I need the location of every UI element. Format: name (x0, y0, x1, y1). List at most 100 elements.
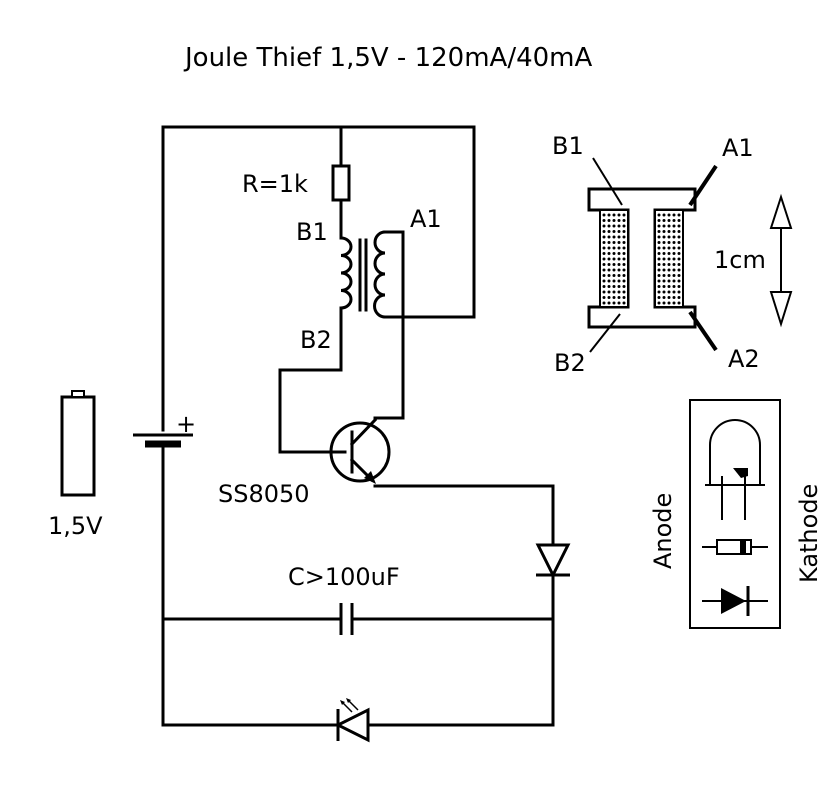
winding-dot (617, 285, 621, 288)
winding-dot (667, 279, 671, 283)
winding-dot (657, 246, 661, 250)
winding-dot (612, 230, 616, 233)
dimension-arrow-icon (769, 193, 793, 328)
winding-dot (612, 301, 616, 305)
winding-dot (662, 290, 666, 294)
winding-dot (677, 296, 681, 299)
transistor-symbol (329, 417, 391, 484)
winding-dot (677, 213, 681, 217)
winding-dot (607, 224, 611, 228)
winding-dot (617, 296, 621, 299)
winding-dot (607, 296, 611, 299)
winding-dot (612, 252, 616, 255)
circuit-wires (161, 125, 555, 727)
winding-dot (662, 213, 666, 217)
diode-symbol (535, 543, 571, 579)
core-size-label: 1cm (714, 246, 766, 274)
winding-dot (607, 263, 611, 266)
winding-dot (667, 268, 671, 272)
led-symbol (334, 698, 370, 743)
winding-dot (622, 268, 626, 272)
winding-dot (667, 301, 671, 305)
winding-dot (622, 296, 626, 299)
winding-dot (677, 279, 681, 283)
winding-dot (662, 246, 666, 250)
winding-dot (622, 263, 626, 266)
winding-dot (622, 252, 626, 255)
anode-label: Anode (649, 493, 677, 569)
winding-dot (672, 285, 676, 288)
winding-dot (612, 257, 616, 261)
winding-dot (672, 274, 676, 277)
winding-dot (667, 219, 671, 222)
winding-dot (612, 296, 616, 299)
winding-dot (672, 224, 676, 228)
winding-dot (677, 230, 681, 233)
winding-dot (657, 263, 661, 266)
core-b1-label: B1 (552, 132, 584, 160)
winding-dot (672, 230, 676, 233)
winding-dot (612, 268, 616, 272)
winding-dot (602, 235, 606, 239)
winding-dot (617, 301, 621, 305)
winding-dot (657, 235, 661, 239)
winding-dot (662, 241, 666, 244)
coil-b1-label: B1 (296, 218, 328, 246)
winding-dot (662, 296, 666, 299)
winding-dot (657, 274, 661, 277)
winding-dot (657, 257, 661, 261)
winding-dot (607, 274, 611, 277)
winding-dot (662, 235, 666, 239)
winding-dot (607, 268, 611, 272)
winding-dot (677, 268, 681, 272)
winding-dot (602, 263, 606, 266)
winding-dot (672, 263, 676, 266)
winding-dot (607, 241, 611, 244)
winding-dot (667, 257, 671, 261)
winding-dot (612, 235, 616, 239)
winding-dot (622, 301, 626, 305)
winding-dot (677, 252, 681, 255)
winding-dot (617, 224, 621, 228)
winding-dot (667, 285, 671, 288)
battery-cell-symbol (133, 433, 193, 448)
winding-dot (612, 274, 616, 277)
battery-plus-label: + (176, 410, 196, 438)
winding-dot (622, 285, 626, 288)
winding-dot (602, 301, 606, 305)
winding-dot (622, 257, 626, 261)
winding-dot (657, 279, 661, 283)
resistor-label: R=1k (242, 170, 308, 198)
winding-dot (617, 290, 621, 294)
winding-dot (607, 301, 611, 305)
winding-dot (607, 290, 611, 294)
winding-dot (602, 241, 606, 244)
winding-dot (617, 230, 621, 233)
winding-dot (662, 230, 666, 233)
winding-dot (607, 257, 611, 261)
winding-dot (622, 290, 626, 294)
winding-dot (662, 301, 666, 305)
coil-b2-label: B2 (300, 326, 332, 354)
winding-dot (657, 213, 661, 217)
winding-dot (657, 224, 661, 228)
winding-dot (602, 230, 606, 233)
winding-dot (662, 268, 666, 272)
winding-dot (662, 274, 666, 277)
winding-dot (672, 219, 676, 222)
winding-dot (672, 296, 676, 299)
winding-dot (617, 257, 621, 261)
winding-dot (662, 279, 666, 283)
kathode-label: Kathode (795, 484, 823, 583)
winding-dot (662, 224, 666, 228)
winding-dot (602, 290, 606, 294)
winding-dot (612, 279, 616, 283)
winding-dot (602, 219, 606, 222)
winding-dot (602, 274, 606, 277)
winding-dot (617, 268, 621, 272)
winding-dot (677, 290, 681, 294)
winding-dot (657, 290, 661, 294)
capacitor-symbol (339, 603, 354, 635)
winding-dot (612, 219, 616, 222)
